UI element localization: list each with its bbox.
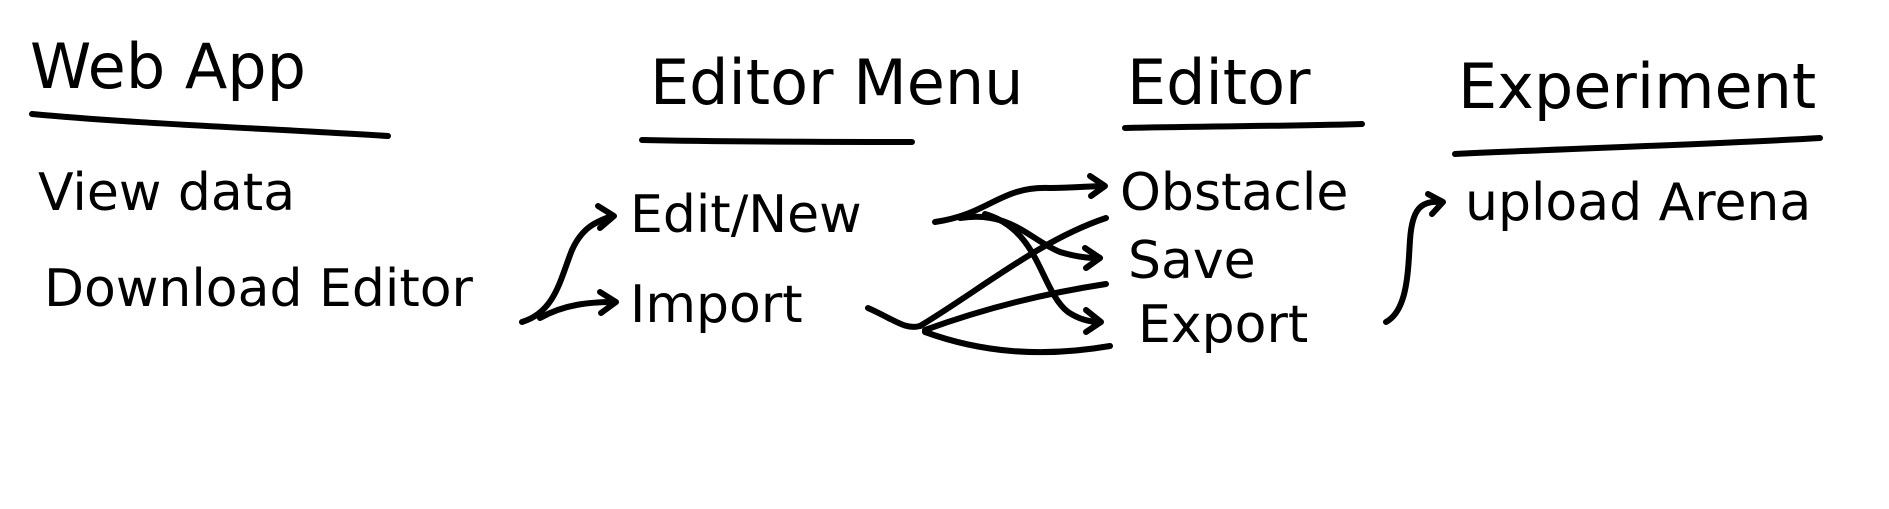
heading-editor: Editor	[1127, 46, 1311, 119]
arrowhead-save	[1082, 245, 1103, 271]
item-obstacle: Obstacle	[1120, 163, 1348, 223]
arrowhead-obstacle	[1087, 173, 1108, 199]
arrowhead-export	[1083, 307, 1104, 335]
arrowhead-edit-new	[595, 203, 617, 231]
arrow-export-to-upload-arena	[1383, 198, 1445, 325]
import-trail	[865, 305, 923, 330]
item-export: Export	[1138, 295, 1308, 355]
arrow-import-to-export	[922, 329, 1113, 356]
item-import: Import	[630, 275, 803, 335]
connectors-import	[865, 215, 1113, 356]
underline-experiment	[1452, 135, 1823, 157]
item-upload-arena: upload Arena	[1465, 173, 1811, 233]
underline-editor	[1122, 121, 1365, 131]
item-save: Save	[1128, 231, 1256, 291]
item-download-editor: Download Editor	[44, 259, 474, 319]
arrow-import-to-save	[922, 281, 1109, 333]
arrowhead-upload-arena	[1425, 191, 1446, 217]
arrowhead-import	[597, 289, 619, 316]
arrow-import-to-obstacle	[917, 215, 1109, 329]
heading-experiment: Experiment	[1458, 50, 1816, 123]
underline-web-app	[29, 111, 391, 139]
item-view-data: View data	[38, 163, 295, 223]
underline-editor-menu	[639, 137, 915, 145]
heading-web-app: Web App	[30, 30, 306, 103]
connectors-export	[1383, 191, 1446, 325]
arrow-edit-new-to-obstacle	[932, 183, 1107, 225]
arrow-download-to-import	[537, 299, 618, 321]
arrow-edit-new-to-export	[982, 211, 1103, 325]
connectors-edit-new	[932, 173, 1108, 335]
arrow-download-to-edit-new	[519, 213, 615, 325]
heading-editor-menu: Editor Menu	[650, 46, 1023, 119]
item-edit-new: Edit/New	[630, 185, 862, 245]
connectors-download-editor	[519, 203, 619, 325]
